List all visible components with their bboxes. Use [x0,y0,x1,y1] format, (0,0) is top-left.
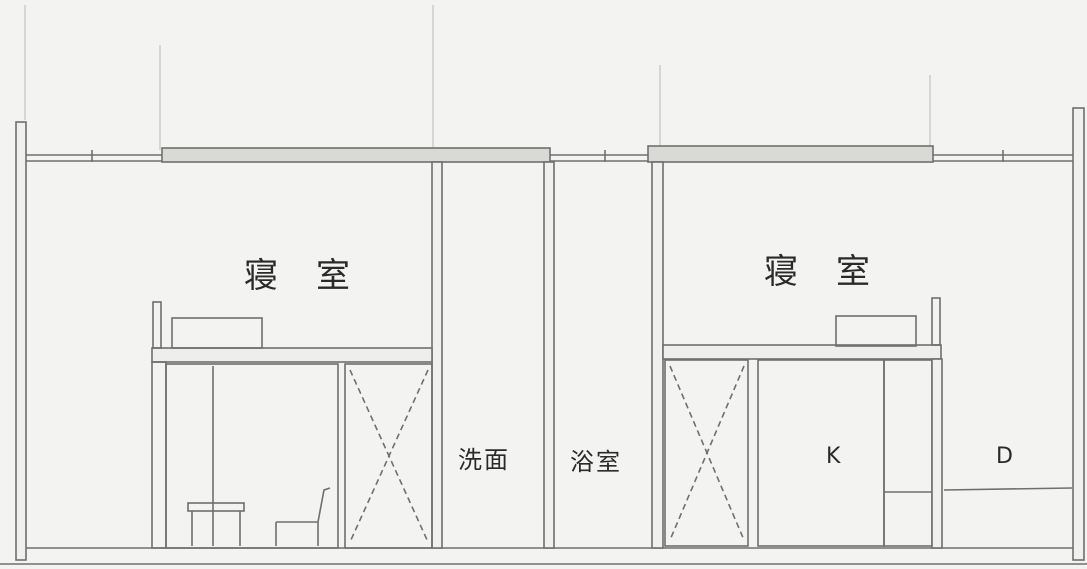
label-bedroom-right: 寝室 [764,252,908,292]
left-loft-bed [171,317,263,349]
left-lower-post [151,361,167,549]
right-loft-floor [662,344,942,360]
closet-x [669,365,745,541]
dining-table [943,487,1073,491]
wall-washroom-bath [543,161,555,549]
left-closet [344,363,433,549]
left-loft-floor [151,347,433,363]
label-bathroom: 浴室 [570,448,622,476]
kitchen-box [757,359,885,547]
kitchen-wall [931,358,943,549]
right-loft-rail [931,297,941,346]
roof-beam-right [647,145,934,163]
right-closet [664,359,749,547]
left-loft-rail [152,301,162,349]
chair [275,487,331,546]
wall-washroom-left [431,161,443,549]
left-outer-wall [15,121,27,561]
desk-top [187,502,245,512]
label-kitchen: K [826,444,841,469]
right-outer-wall [1072,107,1085,561]
wall-bath-right [651,161,664,549]
label-bedroom-left: 寝室 [244,256,388,296]
left-lower-room [165,363,339,549]
label-washroom: 洗面 [458,446,510,474]
label-dining: D [996,444,1013,469]
right-loft-bed [835,315,917,347]
kitchen-cabinet [883,359,933,547]
roof-beam-left [161,147,551,163]
closet-x [349,369,429,543]
